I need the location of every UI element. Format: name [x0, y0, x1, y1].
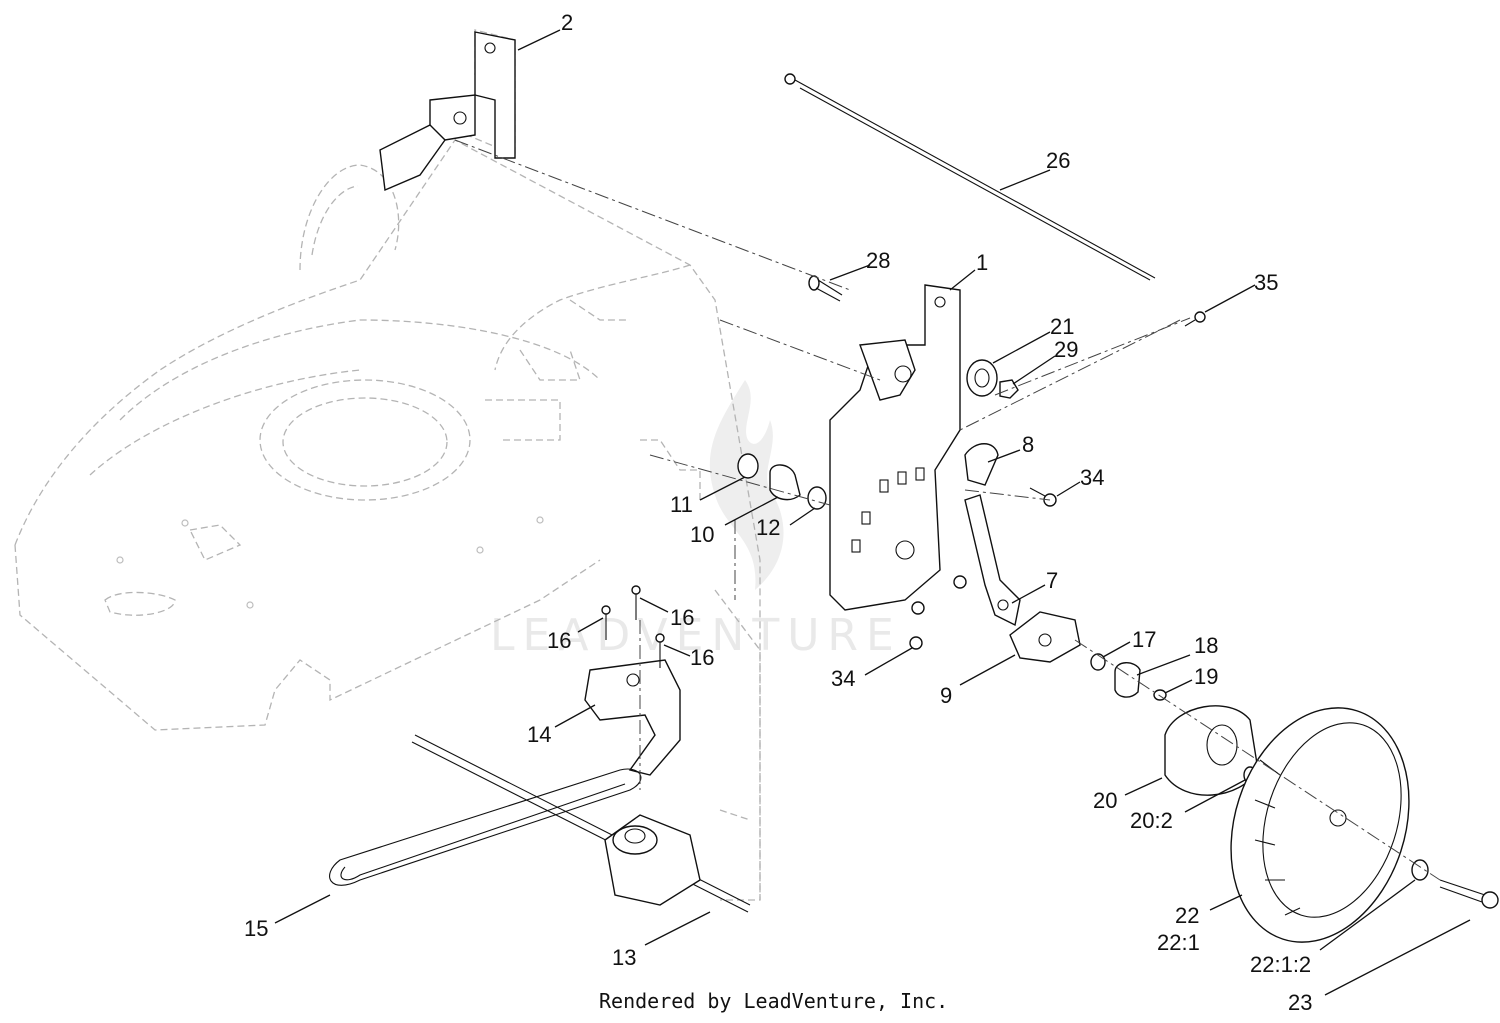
- callout-11: 11: [670, 492, 693, 517]
- leader-lines: [274, 29, 1471, 996]
- mower-deck-ghost: [14, 29, 761, 901]
- callout-15: 15: [244, 916, 268, 941]
- render-credit-footer: Rendered by LeadVenture, Inc.: [599, 989, 948, 1013]
- callout-23: 23: [1288, 990, 1312, 1015]
- callout-14: 14: [527, 722, 551, 747]
- callout-1: 1: [976, 250, 988, 275]
- part-rear-handle-bracket: [379, 31, 516, 192]
- part-pinion-assembly: [1090, 653, 1167, 701]
- callout-26: 26: [1046, 148, 1070, 173]
- callout-16-top: 16: [670, 605, 694, 630]
- part-rear-wheel: [1230, 707, 1410, 943]
- callout-21: 21: [1050, 314, 1074, 339]
- part-transmission: [411, 734, 751, 913]
- part-height-adjust-rod: [784, 73, 1156, 281]
- callout-22-1: 22:1: [1157, 930, 1200, 955]
- callout-29: 29: [1054, 337, 1078, 362]
- part-spacer-and-nut: [966, 359, 1019, 399]
- callout-20: 20: [1093, 788, 1117, 813]
- callout-18: 18: [1194, 633, 1218, 658]
- callout-34-lower: 34: [831, 666, 855, 691]
- callout-16-left: 16: [547, 628, 571, 653]
- part-adjust-knob: [964, 443, 999, 486]
- callout-34-upper: 34: [1080, 465, 1104, 490]
- callout-10: 10: [690, 522, 714, 547]
- part-height-lever: [964, 494, 1021, 627]
- callout-9: 9: [940, 683, 952, 708]
- callout-16-right: 16: [690, 645, 714, 670]
- part-pivot-pin: [808, 275, 843, 302]
- callout-17: 17: [1132, 627, 1156, 652]
- callout-22-1-2: 22:1:2: [1250, 952, 1311, 977]
- part-wheel-bolt: [1411, 859, 1499, 909]
- part-bolts-34: [909, 487, 1057, 650]
- callout-2: 2: [561, 10, 573, 35]
- callout-19: 19: [1194, 664, 1218, 689]
- part-screws-16: [601, 585, 665, 668]
- callout-7: 7: [1046, 568, 1058, 593]
- callout-28: 28: [866, 248, 890, 273]
- callout-labels: 2 26 28 1 35 21 29 8 34 11 10 12 7 16 16…: [244, 10, 1312, 1015]
- callout-8: 8: [1022, 432, 1034, 457]
- callout-22: 22: [1175, 903, 1199, 928]
- part-pivot-bracket: [1009, 611, 1081, 663]
- watermark-text: LEADVENTURE: [490, 610, 902, 661]
- callout-20-2: 20:2: [1130, 808, 1173, 833]
- callout-13: 13: [612, 945, 636, 970]
- part-small-screw-35: [1184, 311, 1206, 327]
- part-bushing-stack: [737, 453, 827, 510]
- part-height-adjust-plate: [829, 284, 961, 611]
- part-wheel-drive-housing: [1164, 705, 1259, 796]
- part-belt-guard: [584, 659, 681, 776]
- assembly-axis-lines: [454, 139, 1441, 881]
- part-drive-belt: [329, 768, 642, 886]
- callout-35: 35: [1254, 270, 1278, 295]
- callout-12: 12: [756, 515, 780, 540]
